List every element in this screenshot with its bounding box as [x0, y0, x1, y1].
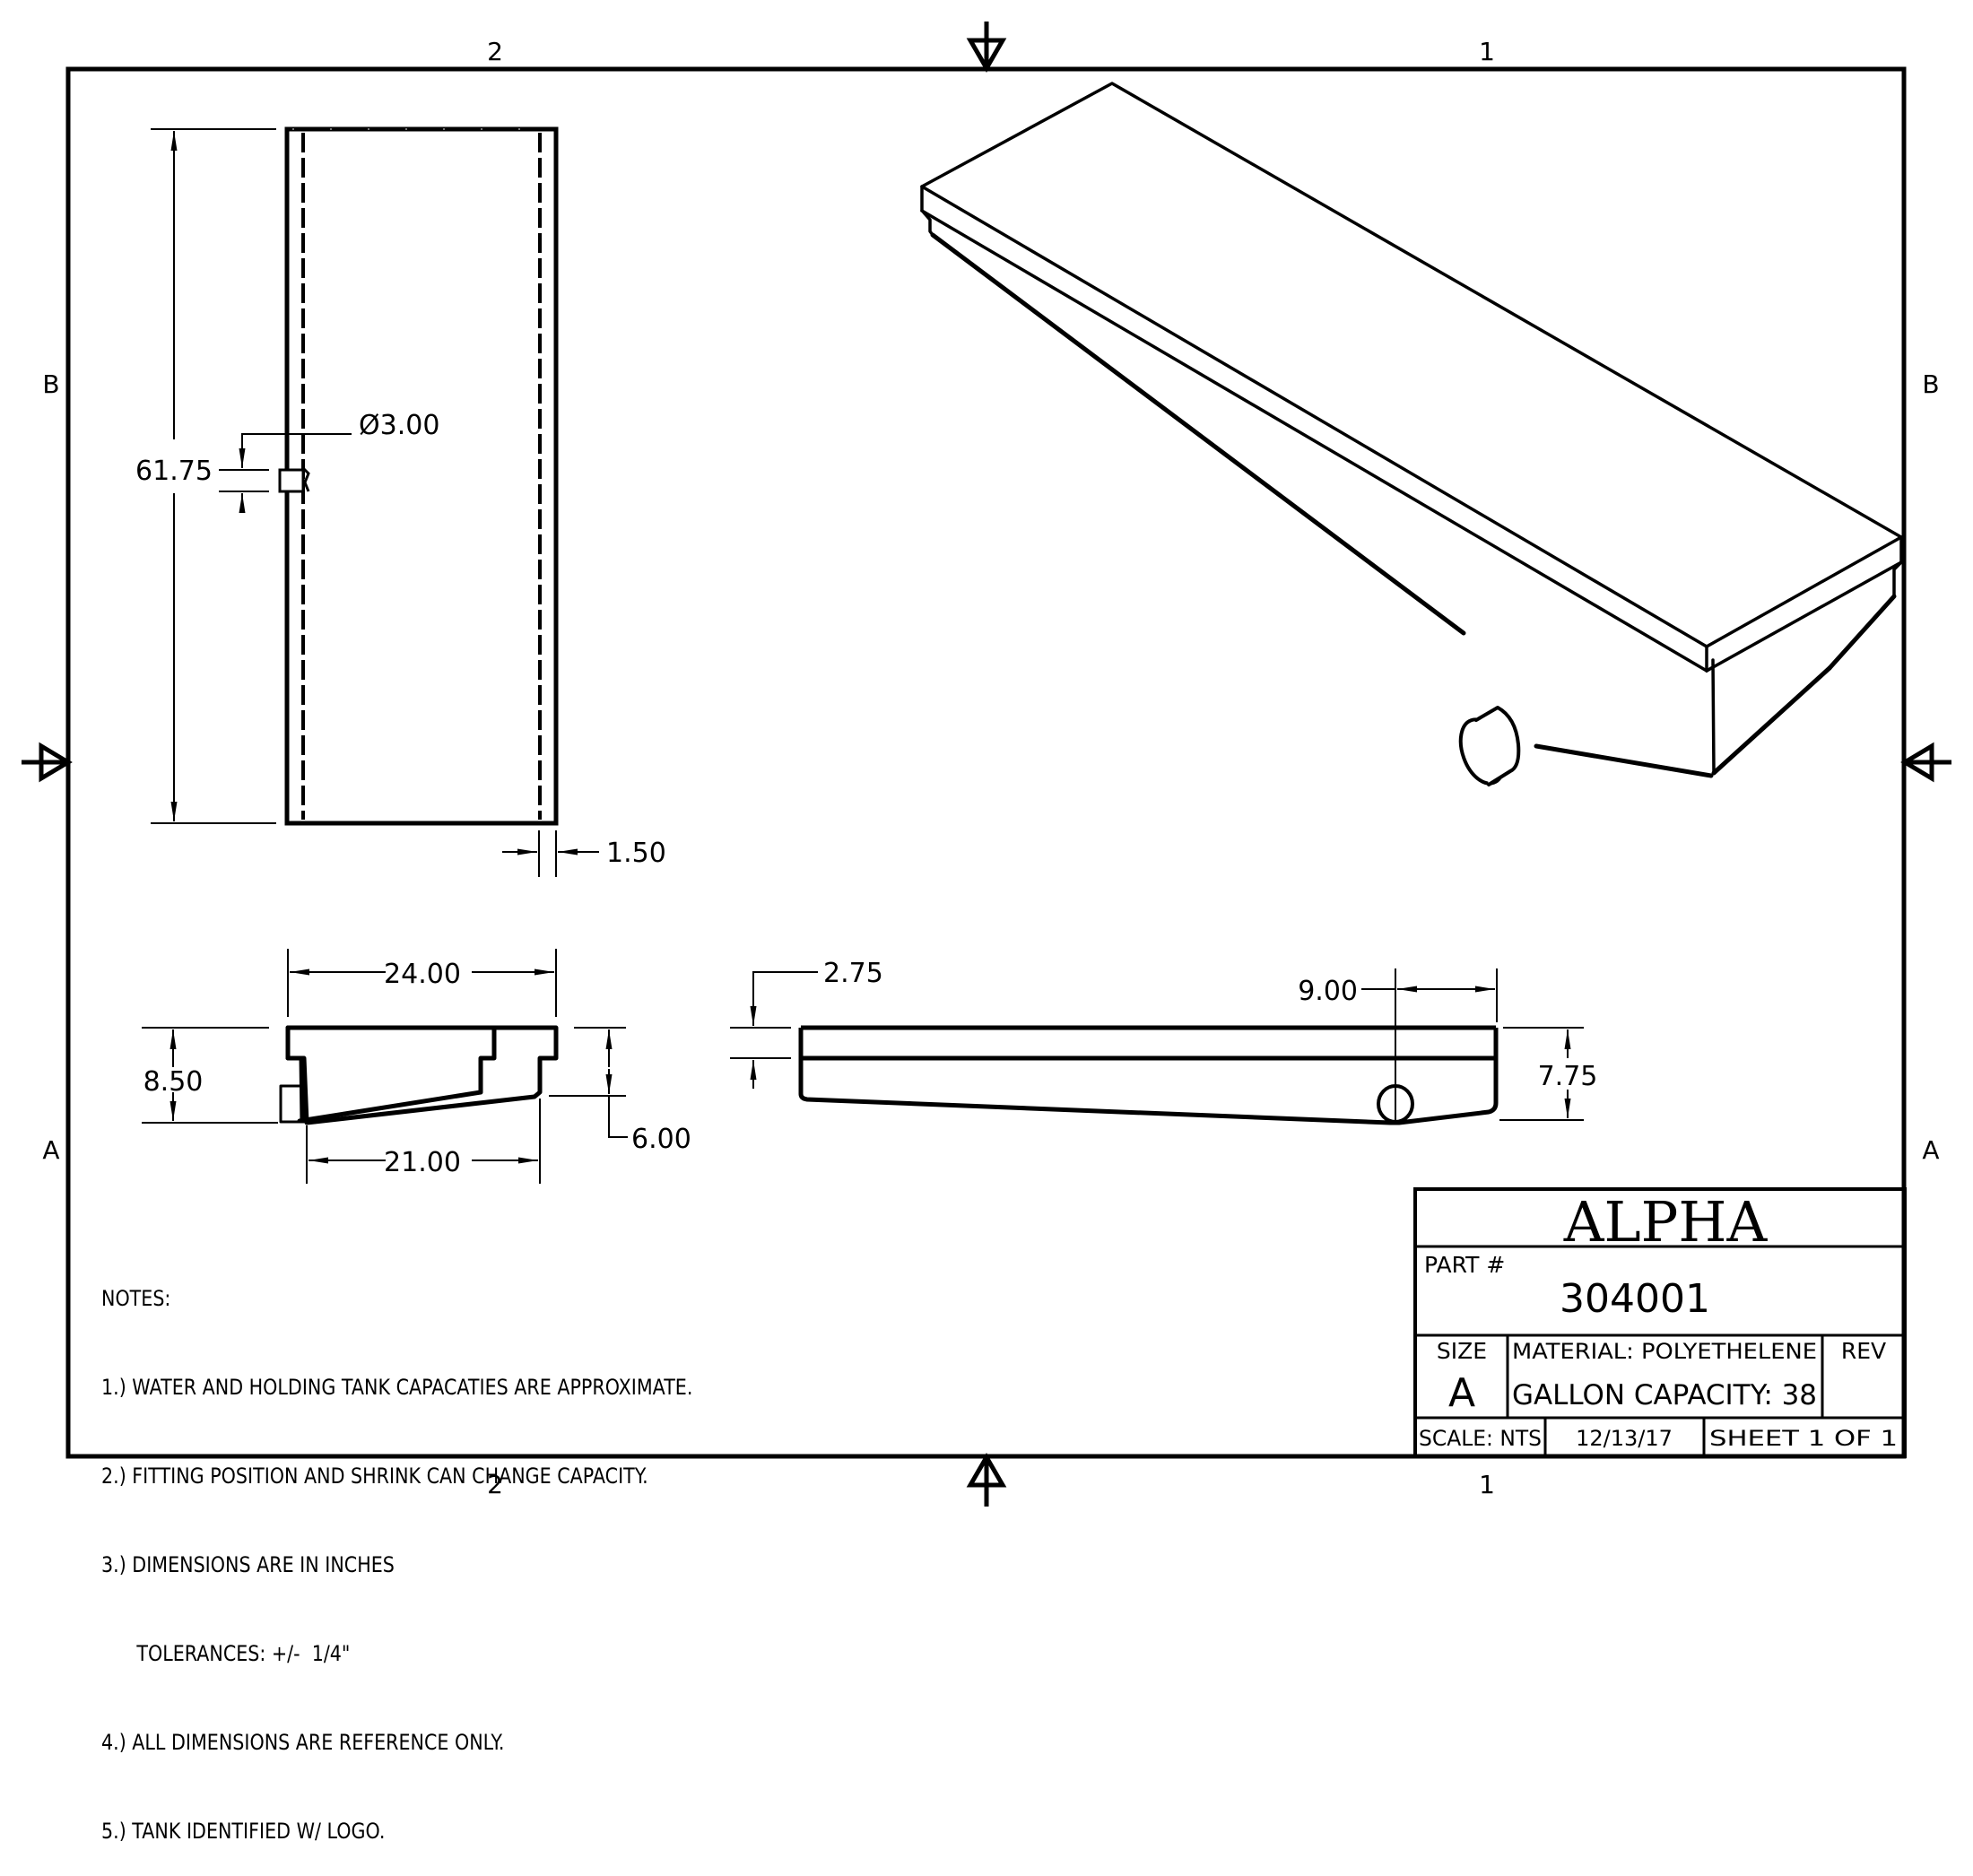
front-top-width-dim-text: 24.00	[384, 959, 461, 990]
title-block	[1413, 1187, 1907, 1458]
wall-thickness-dimension	[502, 830, 599, 877]
rev-label: REV	[1841, 1338, 1886, 1364]
zone-label-right-B: B	[1922, 369, 1939, 399]
note-item: 4.) ALL DIMENSIONS ARE REFERENCE ONLY.	[101, 1730, 505, 1755]
side-view	[798, 1025, 1499, 1125]
zone-label-top-2: 2	[487, 37, 503, 66]
plan-length-dimension	[151, 128, 276, 824]
notes-block: NOTES: 1.) WATER AND HOLDING TANK CAPACA…	[101, 1225, 692, 1876]
part-number-value: 304001	[1560, 1276, 1710, 1322]
plan-view	[278, 126, 559, 826]
sheet-field: SHEET 1 OF 1	[1709, 1426, 1898, 1451]
top-centering-mark-icon	[966, 22, 1007, 73]
front-height-dim-text: 8.50	[143, 1066, 204, 1098]
front-step-height-dim-text: 6.00	[631, 1124, 691, 1155]
company-name: ALPHA	[1563, 1189, 1769, 1255]
size-value: A	[1448, 1370, 1475, 1416]
date-field: 12/13/17	[1576, 1426, 1673, 1451]
note-item: 1.) WATER AND HOLDING TANK CAPACATIES AR…	[101, 1375, 693, 1400]
plan-length-dim-text: 61.75	[135, 456, 213, 487]
front-bottom-width-dim-text: 21.00	[384, 1147, 461, 1178]
gallon-capacity-field: GALLON CAPACITY: 38	[1512, 1379, 1817, 1411]
scale-field: SCALE: NTS	[1419, 1426, 1542, 1451]
zone-label-right-A: A	[1922, 1135, 1939, 1165]
zone-label-bottom-2: 2	[487, 1470, 503, 1499]
note-item: 3.) DIMENSIONS ARE IN INCHES	[101, 1552, 395, 1577]
notes-title: NOTES:	[101, 1286, 171, 1311]
bottom-centering-mark-icon	[966, 1453, 1007, 1507]
note-item: TOLERANCES: +/- 1/4"	[101, 1641, 351, 1666]
drawing-canvas: 2 1 2 1 B A B A 61.75	[22, 22, 1951, 1507]
size-label: SIZE	[1437, 1338, 1487, 1364]
right-centering-mark-icon	[1900, 742, 1951, 783]
left-centering-mark-icon	[22, 742, 73, 783]
note-item: 2.) FITTING POSITION AND SHRINK CAN CHAN…	[101, 1463, 648, 1489]
side-view-dims	[730, 968, 1584, 1121]
front-view-dims	[142, 949, 628, 1184]
side-fitting-offset-dim-text: 9.00	[1298, 976, 1358, 1007]
side-height-dim-text: 7.75	[1538, 1061, 1598, 1092]
zone-label-bottom-1: 1	[1479, 1470, 1495, 1499]
material-field: MATERIAL: POLYETHELENE	[1512, 1339, 1817, 1364]
front-view-profile	[279, 1025, 559, 1125]
fitting-diameter-dimension	[219, 433, 352, 513]
zone-label-top-1: 1	[1479, 37, 1495, 66]
side-flange-dim-text: 2.75	[823, 958, 883, 989]
zone-label-left-A: A	[42, 1135, 59, 1165]
part-number-label: PART #	[1424, 1252, 1505, 1278]
fitting-diameter-dim-text: Ø3.00	[359, 410, 439, 441]
note-item: 5.) TANK IDENTIFIED W/ LOGO.	[101, 1819, 386, 1844]
isometric-tank-view	[920, 82, 1903, 786]
zone-label-left-B: B	[42, 369, 59, 399]
wall-thickness-dim-text: 1.50	[606, 838, 666, 869]
